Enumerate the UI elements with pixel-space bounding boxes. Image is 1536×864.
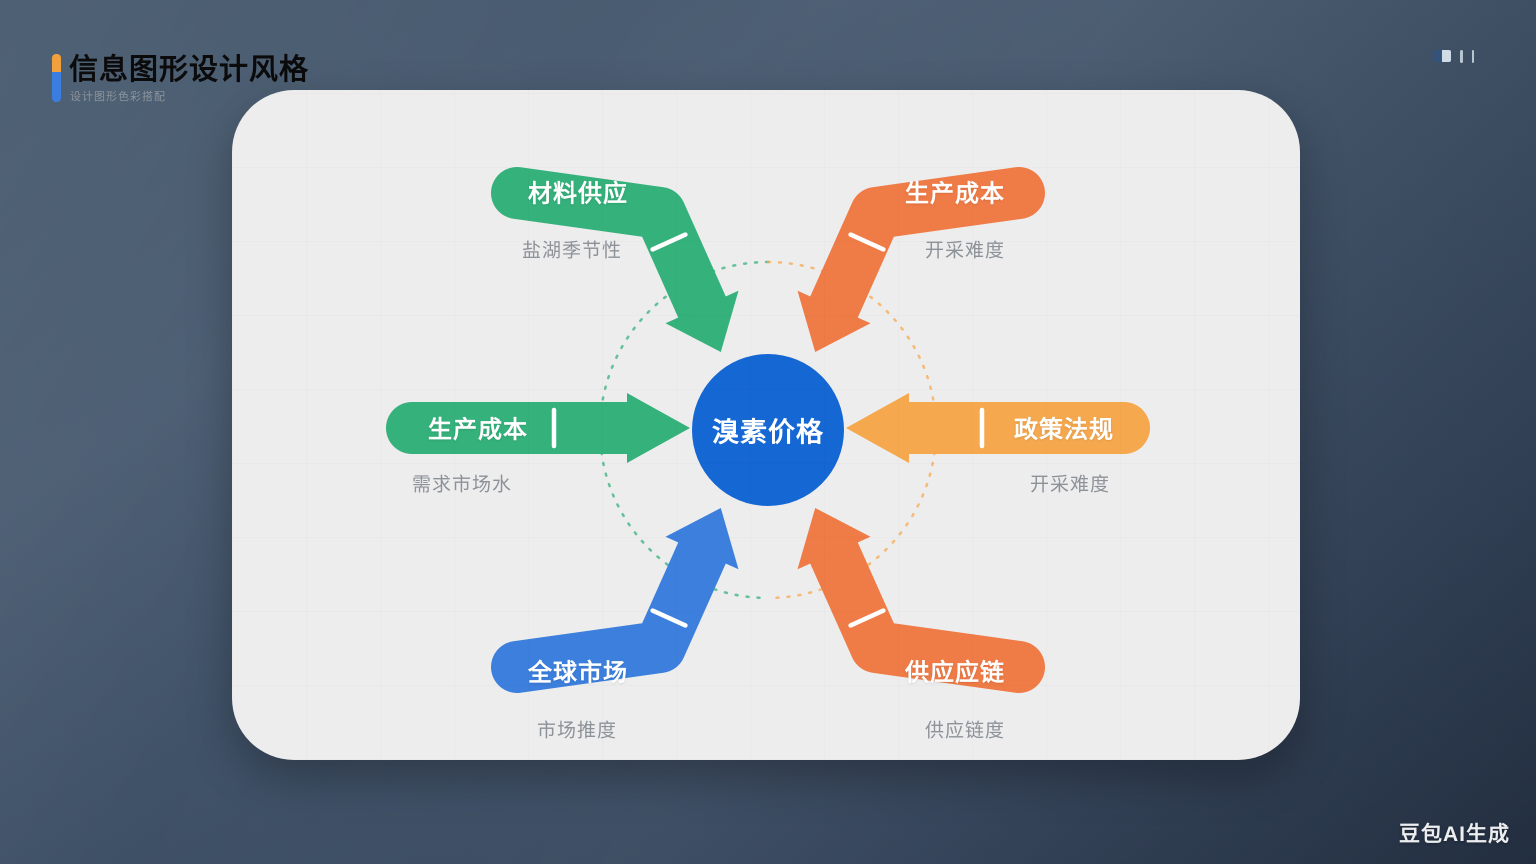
center-hub-label: 溴素价格 xyxy=(712,417,824,448)
slide-indicator xyxy=(1434,48,1474,64)
arrow-tick-bottom-right xyxy=(848,608,886,628)
factor-note-top-left: 盐湖季节性 xyxy=(521,240,623,262)
factor-note-bottom-right: 供应链度 xyxy=(924,720,1006,742)
factor-label-mid-left: 生产成本 xyxy=(428,416,528,444)
factor-label-bottom-left: 全球市场 xyxy=(528,659,628,687)
center-hub-circle xyxy=(692,354,844,506)
arrow-head-top-left xyxy=(665,290,739,352)
arrow-head-mid-left xyxy=(627,393,690,463)
factor-label-bottom-right: 供应应链 xyxy=(905,659,1005,687)
arrow-head-mid-right xyxy=(846,393,909,463)
page-title: 信息图形设计风格 xyxy=(69,54,310,86)
arrow-head-top-right xyxy=(797,290,871,352)
arrow-body-bottom-left xyxy=(491,527,728,693)
arrow-tick-top-left xyxy=(650,232,688,252)
arrow-tick-top-right xyxy=(848,232,886,252)
page-subtitle: 设计图形色彩搭配 xyxy=(70,91,166,103)
factor-note-mid-left: 需求市场水 xyxy=(411,474,513,496)
arrow-head-bottom-right xyxy=(797,508,871,570)
infographic-card: 材料供应 生产成本 生产成本 政策法规 全球市场 供应应链 盐湖季节性 开采难度… xyxy=(232,90,1300,760)
factor-note-bottom-left: 市场推度 xyxy=(536,720,618,742)
factor-label-top-right: 生产成本 xyxy=(905,180,1005,208)
title-accent-bar xyxy=(52,54,61,102)
arrow-body-top-left xyxy=(491,167,728,333)
ai-watermark: 豆包AI生成 xyxy=(1399,823,1510,846)
arrow-body-bottom-right xyxy=(808,527,1045,693)
arrow-head-bottom-left xyxy=(665,508,739,570)
factor-note-top-right: 开采难度 xyxy=(924,240,1006,262)
factor-note-mid-right: 开采难度 xyxy=(1029,474,1111,496)
slides-icon xyxy=(1434,50,1451,62)
factor-label-mid-right: 政策法规 xyxy=(1014,416,1114,444)
factor-label-top-left: 材料供应 xyxy=(528,180,628,208)
diagram-canvas xyxy=(386,167,1150,693)
arrow-tick-bottom-left xyxy=(650,608,688,628)
arrow-body-top-right xyxy=(808,167,1045,333)
indicator-bar-icon xyxy=(1471,49,1474,63)
indicator-bar-icon xyxy=(1460,49,1463,63)
